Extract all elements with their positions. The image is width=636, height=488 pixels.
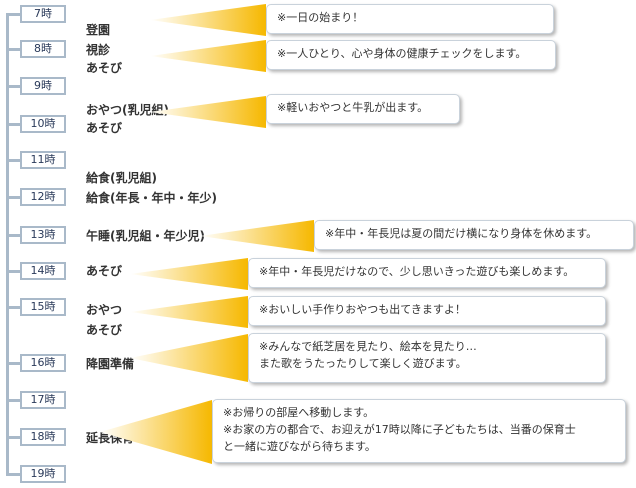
note-callout: ※年中・年長児は夏の間だけ横になり身体を休めます。 <box>200 216 636 256</box>
hour-marker: 11時 <box>6 151 66 169</box>
note-bubble: ※お帰りの部屋へ移動します。 ※お家の方の都合で、お迎えが17時以降に子どもたち… <box>212 399 626 463</box>
hour-marker: 8時 <box>6 40 66 58</box>
hour-marker: 19時 <box>6 465 66 483</box>
hour-tick <box>6 234 20 237</box>
note-bubble: ※年中・年長児は夏の間だけ横になり身体を休めます。 <box>314 220 634 250</box>
ray-highlight <box>100 400 212 464</box>
timeline-line <box>6 14 9 476</box>
ray-highlight <box>200 220 314 252</box>
activity-label: あそび <box>86 323 123 337</box>
ray-highlight <box>150 4 266 36</box>
hour-label: 13時 <box>20 226 66 244</box>
hour-marker: 17時 <box>6 391 66 409</box>
hour-label: 18時 <box>20 428 66 446</box>
hour-label: 11時 <box>20 151 66 169</box>
note-bubble: ※一日の始まり！ <box>266 4 554 34</box>
note-bubble: ※おいしい手作りおやつも出てきますよ！ <box>248 296 606 326</box>
note-bubble: ※一人ひとり、心や身体の健康チェックをします。 <box>266 40 556 70</box>
note-text: ※軽いおやつと牛乳が出ます。 <box>277 101 429 114</box>
note-callout: ※おいしい手作りおやつも出てきますよ！ <box>130 292 610 332</box>
hour-tick <box>6 123 20 126</box>
hour-label: 15時 <box>20 298 66 316</box>
hour-marker: 12時 <box>6 188 66 206</box>
note-bubble: ※みんなで紙芝居を見たり、絵本を見たり… また歌をうたったりして楽しく遊びます。 <box>248 333 606 383</box>
hour-marker: 7時 <box>6 5 66 23</box>
hour-tick <box>6 196 20 199</box>
activity-label: あそび <box>86 264 123 278</box>
hour-marker: 16時 <box>6 354 66 372</box>
note-callout: ※みんなで紙芝居を見たり、絵本を見たり… また歌をうたったりして楽しく遊びます。 <box>130 330 610 386</box>
hour-label: 9時 <box>20 77 66 95</box>
note-text: ※一日の始まり！ <box>277 11 364 24</box>
hour-label: 19時 <box>20 465 66 483</box>
hour-tick <box>6 362 20 365</box>
hour-tick <box>6 159 20 162</box>
hour-tick <box>6 48 20 51</box>
ray-highlight <box>130 258 248 290</box>
activity-label: あそび <box>86 121 123 135</box>
hour-tick <box>6 270 20 273</box>
activity-label: 給食(年長・年中・年少) <box>86 191 217 205</box>
note-text: また歌をうたったりして楽しく遊びます。 <box>259 357 467 370</box>
hour-tick <box>6 85 20 88</box>
note-bubble: ※年中・年長児だけなので、少し思いきった遊びも楽しめます。 <box>248 258 606 288</box>
note-text: と一緒に遊びながら待ちます。 <box>223 440 376 453</box>
hour-label: 14時 <box>20 262 66 280</box>
note-callout: ※年中・年長児だけなので、少し思いきった遊びも楽しめます。 <box>130 254 610 294</box>
hour-label: 16時 <box>20 354 66 372</box>
hour-tick <box>6 13 20 16</box>
note-text: ※みんなで紙芝居を見たり、絵本を見たり… <box>259 340 477 353</box>
hour-label: 12時 <box>20 188 66 206</box>
note-bubble: ※軽いおやつと牛乳が出ます。 <box>266 94 460 124</box>
note-callout: ※お帰りの部屋へ移動します。 ※お家の方の都合で、お迎えが17時以降に子どもたち… <box>100 396 636 468</box>
hour-marker: 10時 <box>6 115 66 133</box>
ray-highlight <box>150 96 266 128</box>
hour-marker: 18時 <box>6 428 66 446</box>
activity-label: おやつ(乳児組) <box>86 103 169 117</box>
hour-marker: 9時 <box>6 77 66 95</box>
hour-label: 10時 <box>20 115 66 133</box>
activity-label: 視診 <box>86 43 111 57</box>
hour-marker: 13時 <box>6 226 66 244</box>
note-text: ※年中・年長児は夏の間だけ横になり身体を休めます。 <box>325 227 598 240</box>
activity-label: 降園準備 <box>86 357 135 371</box>
activity-label: 給食(乳児組) <box>86 171 157 185</box>
activity-label: 午睡(乳児組・年少児) <box>86 229 205 243</box>
hour-tick <box>6 473 20 476</box>
note-text: ※一人ひとり、心や身体の健康チェックをします。 <box>277 47 527 60</box>
note-text: ※年中・年長児だけなので、少し思いきった遊びも楽しめます。 <box>259 265 575 278</box>
hour-tick <box>6 436 20 439</box>
hour-marker: 15時 <box>6 298 66 316</box>
hour-tick <box>6 399 20 402</box>
hour-label: 7時 <box>20 5 66 23</box>
activity-label: あそび <box>86 61 123 75</box>
ray-highlight <box>130 334 248 382</box>
note-callout: ※軽いおやつと牛乳が出ます。 <box>150 92 470 132</box>
hour-label: 8時 <box>20 40 66 58</box>
activity-label: おやつ <box>86 303 123 317</box>
ray-highlight <box>150 40 266 72</box>
note-callout: ※一人ひとり、心や身体の健康チェックをします。 <box>150 36 560 76</box>
note-text: ※お帰りの部屋へ移動します。 <box>223 406 375 419</box>
note-text: ※お家の方の都合で、お迎えが17時以降に子どもたちは、当番の保育士 <box>223 423 576 436</box>
note-text: ※おいしい手作りおやつも出てきますよ！ <box>259 303 466 316</box>
note-callout: ※一日の始まり！ <box>150 0 560 40</box>
hour-tick <box>6 306 20 309</box>
hour-marker: 14時 <box>6 262 66 280</box>
activity-label: 登園 <box>86 23 111 37</box>
hour-label: 17時 <box>20 391 66 409</box>
ray-highlight <box>130 296 248 328</box>
